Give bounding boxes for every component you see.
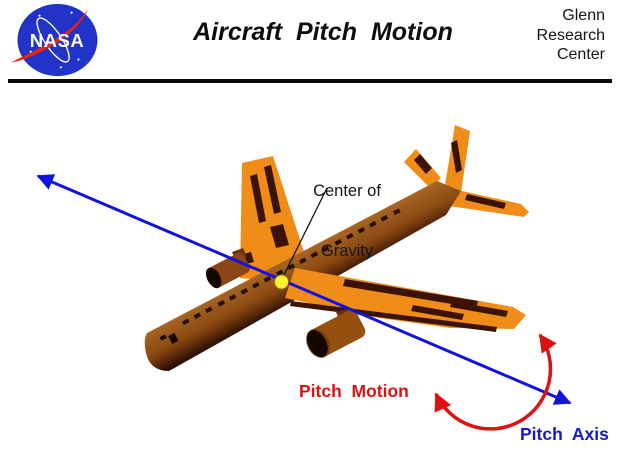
near-engine bbox=[306, 310, 366, 358]
pitch-motion-arrow bbox=[434, 333, 557, 431]
cg-marker bbox=[274, 274, 289, 290]
org-line: Research bbox=[536, 26, 605, 44]
pitch-axis-label: Pitch Axis bbox=[520, 424, 609, 444]
page-title: Aircraft Pitch Motion bbox=[193, 18, 453, 46]
org-line: Glenn bbox=[562, 7, 605, 24]
nasa-logo-text: NASA bbox=[30, 30, 84, 51]
nasa-logo: NASA bbox=[9, 2, 105, 80]
org-line: Center bbox=[556, 46, 605, 63]
nasa-meatball-icon: NASA bbox=[11, 3, 98, 77]
org-name: Glenn Research Center bbox=[537, 6, 605, 65]
pitch-motion-label: Pitch Motion bbox=[299, 381, 409, 401]
center-of-gravity-label: Center of Gravity bbox=[313, 182, 381, 260]
cg-pointer-line bbox=[282, 187, 328, 278]
header-divider bbox=[8, 79, 612, 83]
